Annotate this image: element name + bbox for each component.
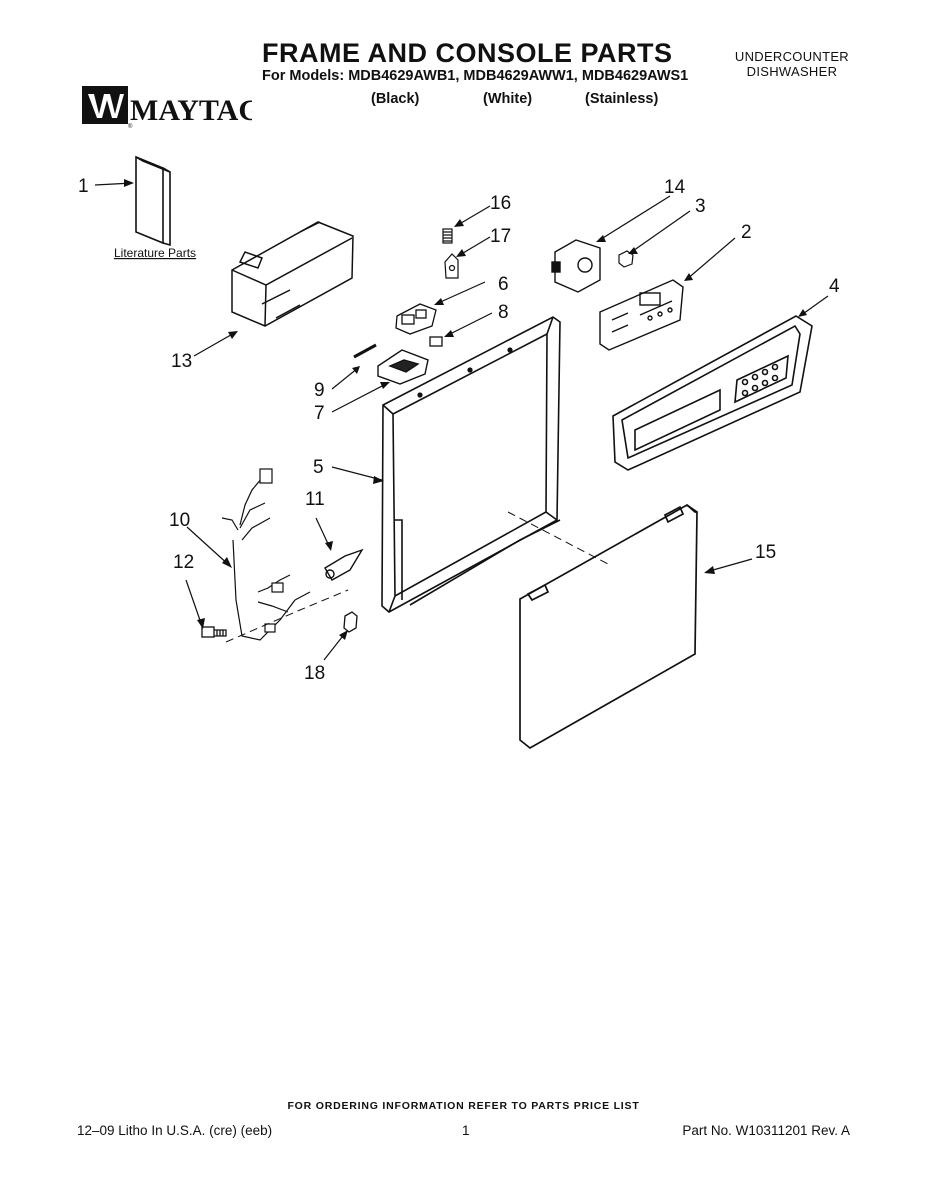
appliance-type-line2: DISHWASHER [746,64,838,79]
callout-15: 15 [755,542,776,563]
callout-18: 18 [304,663,325,684]
page-title: FRAME AND CONSOLE PARTS [262,38,673,68]
console-bracket [231,221,354,327]
page-number: 1 [462,1123,470,1138]
svg-text:®: ® [128,123,133,130]
color-label-black: (Black) [371,91,420,107]
maytag-logo: MAYTAG ® [82,86,252,130]
hinge-clip [343,611,358,633]
callout-5: 5 [313,457,324,478]
color-label-white: (White) [483,91,533,107]
control-board [599,279,684,351]
callout-8: 8 [498,302,509,323]
ordering-note: FOR ORDERING INFORMATION REFER TO PARTS … [287,1100,640,1112]
callout-6: 6 [498,274,509,295]
callout-7: 7 [314,403,325,424]
thermostat-spring [442,228,453,244]
appliance-type-line1: UNDERCOUNTER [734,49,849,64]
callout-1: 1 [78,176,89,197]
part-number: Part No. W10311201 Rev. A [682,1123,850,1138]
push-button [618,250,634,268]
latch-housing [377,349,429,385]
callout-14: 14 [664,177,686,198]
callout-12: 12 [173,552,194,573]
arrow-heads [124,179,807,640]
brand-wordmark: MAYTAG [130,94,252,127]
literature-booklet [135,155,171,247]
console-panel [612,315,813,471]
model-numbers: For Models: MDB4629AWB1, MDB4629AWW1, MD… [262,68,689,84]
callout-16: 16 [490,193,511,214]
rotary-switch [551,239,601,293]
wiring-harness [221,468,311,641]
cam-latch [444,253,459,279]
outer-door-panel [519,503,698,750]
callout-9: 9 [314,380,325,401]
mounting-screw [201,626,227,638]
callout-10: 10 [169,510,190,531]
callout-13: 13 [171,351,192,372]
inner-door-frame [381,316,561,613]
door-latch [395,303,437,335]
door-switch [429,336,443,347]
alignment-lines [225,511,611,643]
callout-3: 3 [695,196,706,217]
color-label-stainless: (Stainless) [585,91,659,107]
callout-11: 11 [305,489,325,510]
leader-arrows [94,182,829,661]
callout-17: 17 [490,226,511,247]
callout-2: 2 [741,222,752,243]
latch-spacer [353,343,377,359]
callout-4: 4 [829,276,840,297]
appliance-type: UNDERCOUNTER DISHWASHER [735,49,849,79]
thermistor-sensor [324,548,364,581]
literature-parts-label: Literature Parts [114,246,196,260]
litho-info: 12–09 Litho In U.S.A. (cre) (eeb) [77,1123,273,1138]
